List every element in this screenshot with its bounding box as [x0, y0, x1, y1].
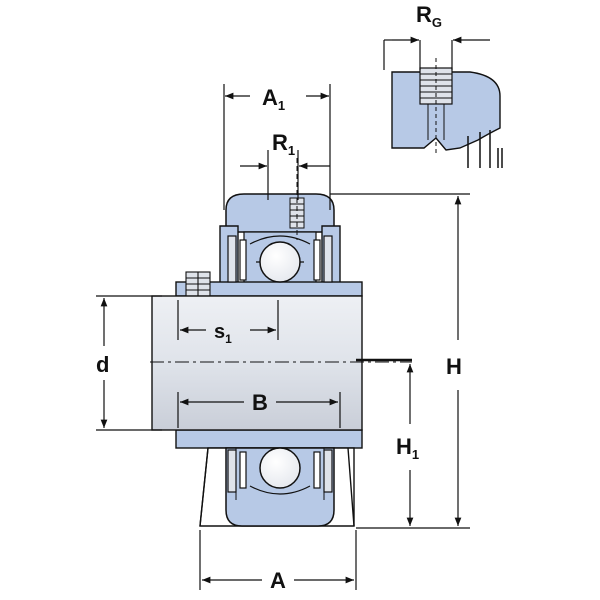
dim-b [177, 392, 341, 428]
dim-h [330, 193, 470, 529]
detail-view-rg [383, 36, 503, 168]
dim-a1 [223, 84, 331, 210]
label-r1: R1 [272, 130, 295, 158]
housing-upper-cap [225, 193, 335, 233]
label-a: A [270, 568, 286, 593]
label-h1: H1 [396, 434, 419, 462]
label-b: B [252, 390, 268, 415]
dim-s1 [177, 300, 279, 340]
shaft [151, 295, 363, 431]
label-s1: s1 [214, 321, 232, 346]
detail-housing-section [391, 71, 501, 151]
set-screw [185, 271, 211, 297]
inner-ring-lower [175, 429, 363, 449]
label-a1: A1 [262, 85, 285, 113]
dim-a [199, 530, 357, 590]
label-d: d [96, 352, 109, 377]
upper-seals [227, 235, 333, 283]
label-rg: RG [416, 2, 442, 30]
dim-r1 [240, 150, 330, 200]
dim-d [96, 295, 162, 431]
upper-ball [259, 241, 301, 283]
label-h: H [446, 354, 462, 379]
lower-seals [227, 449, 333, 493]
lower-ball [259, 447, 301, 489]
